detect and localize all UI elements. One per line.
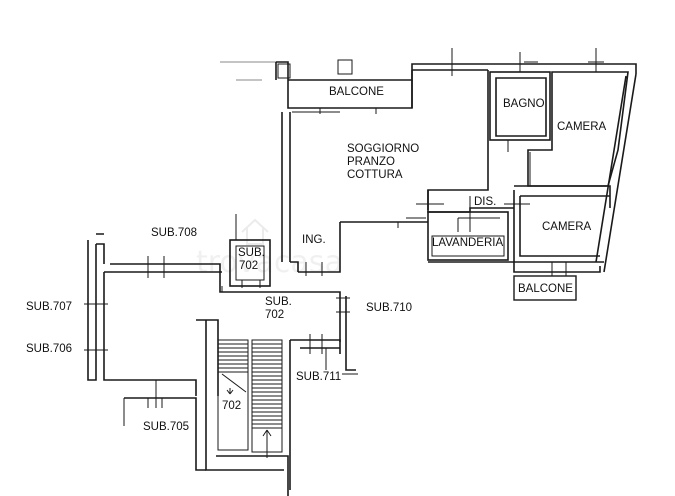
room-label-balcone-bottom: BALCONE [518,283,573,295]
room-label-soggiorno: SOGGIORNO [347,143,419,155]
stairs-left [218,343,248,373]
sub-label-710: SUB.710 [366,302,412,314]
room-label-bagno: BAGNO [503,98,545,110]
room-label-lavanderia: LAVANDERIA [432,237,503,249]
sub-label-706: SUB.706 [26,343,72,355]
sub-label-708: SUB.708 [151,227,197,239]
common-walls [84,214,358,496]
sub-label-702-hall-line1: SUB. [265,296,292,308]
sub-label-702-hall-line2: 702 [265,309,284,321]
sub-label-702-box-line2: 702 [239,260,258,272]
room-label-camera-1: CAMERA [557,121,607,133]
room-label-pranzo: PRANZO [347,156,395,168]
sub-label-707: SUB.707 [26,301,72,313]
sub-label-711: SUB.711 [296,371,341,383]
stair-arrows [221,373,272,458]
stairs-right [252,343,282,429]
room-label-balcone-top: BALCONE [329,86,384,98]
apartment-walls [220,48,637,278]
balcone-bottom-box [513,275,577,301]
room-label-ing: ING. [302,234,326,246]
room-label-dis: DIS. [474,196,496,208]
room-label-cottura: COTTURA [347,169,403,181]
sub-label-705: SUB.705 [143,421,189,433]
sub-label-702-box-line1: SUB. [238,247,265,259]
stair-label-702: 702 [222,400,241,412]
room-label-camera-2: CAMERA [542,221,592,233]
